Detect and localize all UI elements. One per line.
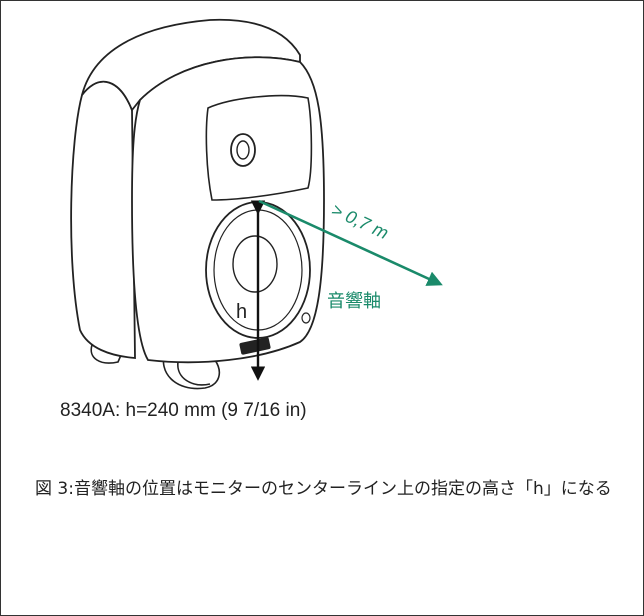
speaker-side-panel <box>70 80 136 359</box>
height-label: h <box>236 301 247 323</box>
dimension-text: 8340A: h=240 mm (9 7/16 in) <box>60 400 307 421</box>
speaker-top <box>81 18 301 112</box>
woofer-dust-cap <box>232 235 278 293</box>
speaker-diagram: h > 0,7 m 音響軸 <box>70 18 443 390</box>
acoustic-axis-arrow <box>258 199 443 286</box>
figure-caption: 図 3:音響軸の位置はモニターのセンターライン上の指定の高さ「h」になる <box>35 479 612 499</box>
indicator-led <box>301 312 311 324</box>
acoustic-axis-label: 音響軸 <box>327 291 381 312</box>
tweeter-dome <box>236 140 250 160</box>
tweeter-waveguide <box>205 94 313 201</box>
